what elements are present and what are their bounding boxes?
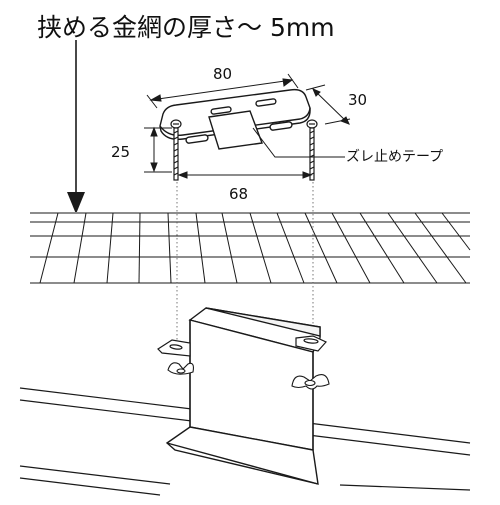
dimension-depth-label: 30 bbox=[348, 91, 367, 109]
callout-leader bbox=[252, 127, 345, 158]
screw-left bbox=[170, 119, 182, 181]
headline-title: 挟める金網の厚さ～ 5mm bbox=[37, 13, 335, 42]
anti-slip-tape bbox=[208, 110, 263, 150]
mounting-plate bbox=[159, 88, 311, 150]
dimension-height bbox=[144, 126, 172, 173]
dimension-height-label: 25 bbox=[111, 143, 130, 161]
wire-mesh bbox=[30, 212, 471, 285]
alignment-guides bbox=[176, 182, 314, 352]
dimension-screw-pitch bbox=[177, 171, 313, 179]
screw-right bbox=[306, 119, 318, 181]
slot-holes bbox=[185, 98, 293, 144]
wing-nut-right bbox=[291, 374, 330, 390]
wing-nut-left bbox=[167, 362, 194, 375]
side-tab-left bbox=[157, 339, 191, 357]
dimension-width bbox=[146, 73, 299, 109]
callout-label: ズレ止めテープ bbox=[346, 149, 443, 165]
side-tab-right bbox=[295, 335, 327, 352]
dimension-depth bbox=[305, 84, 351, 125]
dimension-width-label: 80 bbox=[213, 65, 232, 83]
thickness-arrow bbox=[67, 40, 85, 214]
mount-box bbox=[165, 307, 321, 485]
dimension-screw-pitch-label: 68 bbox=[229, 185, 248, 203]
